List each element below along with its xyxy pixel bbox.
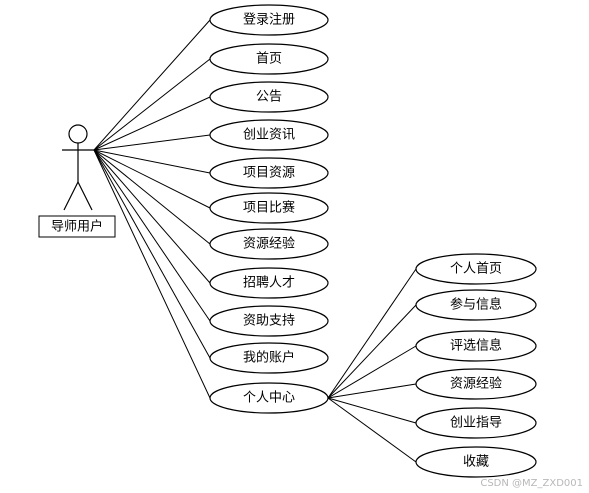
association-line-announcement bbox=[93, 96, 211, 151]
use-case-ellipse bbox=[209, 267, 329, 299]
use-case-home: 首页 bbox=[209, 43, 329, 75]
use-case-label: 评选信息 bbox=[450, 338, 502, 354]
use-case-ellipse bbox=[209, 305, 329, 337]
use-case-startup-info: 创业资讯 bbox=[209, 119, 329, 151]
use-case-project-resources: 项目资源 bbox=[209, 157, 329, 189]
actor-label-box bbox=[38, 215, 116, 238]
use-case-label: 首页 bbox=[256, 52, 282, 67]
use-case-label: 项目资源 bbox=[243, 166, 295, 181]
use-case-label: 登录注册 bbox=[243, 13, 295, 28]
association-line-project-competition bbox=[93, 149, 211, 209]
association-line-project-resources bbox=[93, 149, 211, 174]
use-case-label: 公告 bbox=[256, 90, 282, 105]
use-case-participation-info: 参与信息 bbox=[415, 289, 537, 321]
association-line-favorites bbox=[327, 397, 417, 463]
use-case-personal-center: 个人中心 bbox=[209, 382, 329, 414]
association-line-recruit-talent bbox=[93, 149, 211, 284]
use-case-ellipse bbox=[415, 368, 537, 400]
association-line-resource-experience-sub bbox=[327, 383, 417, 399]
use-case-label: 个人首页 bbox=[450, 262, 502, 277]
association-line-startup-info bbox=[93, 134, 211, 151]
actor-label: 导师用户 bbox=[51, 219, 103, 235]
use-case-personal-home: 个人首页 bbox=[415, 253, 537, 285]
use-case-label: 收藏 bbox=[463, 455, 489, 470]
use-case-label: 资源经验 bbox=[450, 376, 502, 392]
actor-mentor-user: 导师用户 bbox=[38, 124, 116, 238]
use-case-favorites: 收藏 bbox=[415, 446, 537, 478]
use-case-label: 项目比赛 bbox=[243, 200, 295, 216]
association-line-participation-info bbox=[327, 304, 417, 399]
use-case-label: 资助支持 bbox=[243, 314, 295, 329]
association-line-funding-support bbox=[93, 149, 211, 322]
use-case-label: 创业资讯 bbox=[243, 128, 295, 143]
use-case-ellipse bbox=[209, 4, 329, 36]
use-case-project-competition: 项目比赛 bbox=[209, 192, 329, 224]
use-case-ellipse bbox=[415, 446, 537, 478]
use-case-label: 个人中心 bbox=[243, 391, 295, 406]
association-line-personal-center bbox=[93, 149, 211, 399]
use-case-my-account: 我的账户 bbox=[209, 342, 329, 374]
use-case-startup-guidance: 创业指导 bbox=[415, 407, 537, 439]
use-case-resource-experience-sub: 资源经验 bbox=[415, 368, 537, 400]
use-case-ellipse bbox=[415, 289, 537, 321]
association-line-personal-home bbox=[327, 268, 417, 399]
use-case-ellipse bbox=[415, 253, 537, 285]
use-case-ellipse bbox=[209, 43, 329, 75]
use-case-ellipse bbox=[209, 192, 329, 224]
association-line-selection-info bbox=[327, 345, 417, 399]
actor-head bbox=[68, 124, 88, 144]
use-case-ellipse bbox=[209, 157, 329, 189]
use-case-ellipse bbox=[209, 382, 329, 414]
use-case-label: 招聘人才 bbox=[243, 276, 295, 291]
association-line-startup-guidance bbox=[327, 397, 417, 424]
actor-left-leg bbox=[63, 181, 79, 211]
association-line-home bbox=[93, 58, 211, 151]
use-case-label: 创业指导 bbox=[450, 416, 502, 431]
use-case-login-register: 登录注册 bbox=[209, 4, 329, 36]
association-line-login-register bbox=[93, 19, 211, 151]
use-case-ellipse bbox=[209, 119, 329, 151]
use-case-ellipse bbox=[209, 342, 329, 374]
use-case-announcement: 公告 bbox=[209, 81, 329, 113]
actor-right-leg bbox=[77, 181, 93, 211]
use-case-label: 资源经验 bbox=[243, 236, 295, 252]
use-case-selection-info: 评选信息 bbox=[415, 330, 537, 362]
use-case-ellipse bbox=[209, 228, 329, 260]
use-case-label: 参与信息 bbox=[450, 297, 502, 313]
use-case-ellipse bbox=[209, 81, 329, 113]
use-case-recruit-talent: 招聘人才 bbox=[209, 267, 329, 299]
association-line-resource-experience bbox=[93, 149, 211, 245]
use-case-funding-support: 资助支持 bbox=[209, 305, 329, 337]
use-case-ellipse bbox=[415, 330, 537, 362]
use-case-ellipse bbox=[415, 407, 537, 439]
use-case-label: 我的账户 bbox=[243, 350, 295, 366]
use-case-resource-experience: 资源经验 bbox=[209, 228, 329, 260]
watermark: CSDN @MZ_ZXD001 bbox=[480, 478, 583, 489]
association-lines bbox=[93, 19, 417, 463]
association-line-my-account bbox=[93, 149, 211, 359]
